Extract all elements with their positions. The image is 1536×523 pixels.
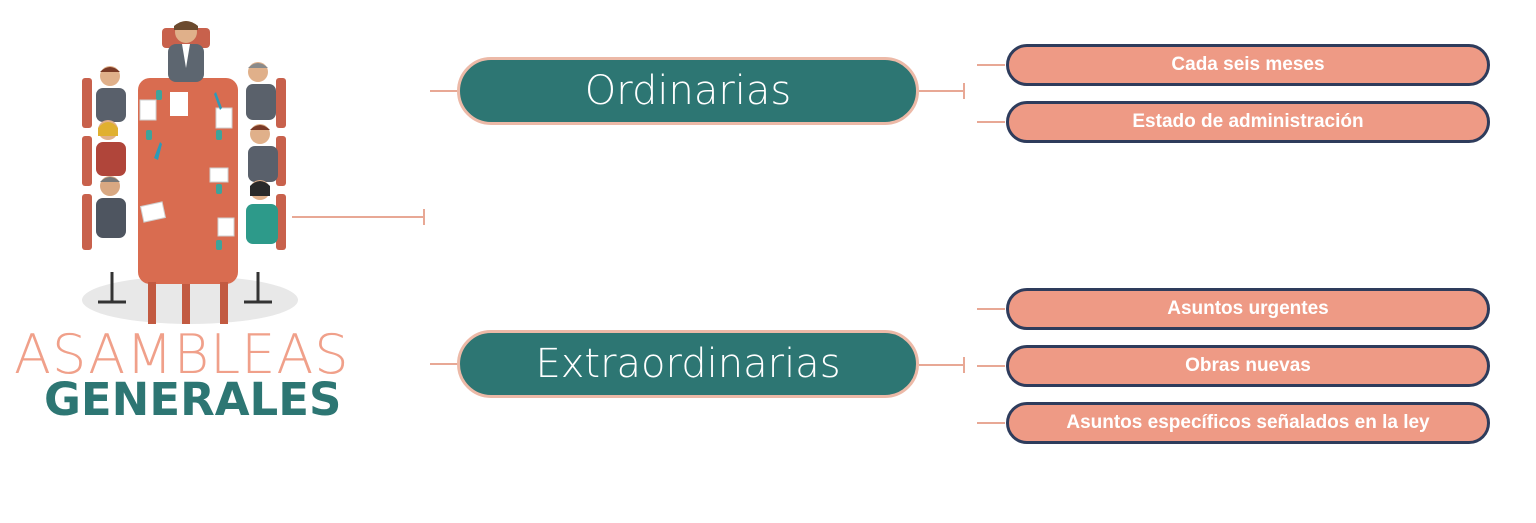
meeting-table-illustration <box>82 21 298 324</box>
category-connector-in <box>430 363 458 365</box>
category-connector-tick <box>963 357 965 373</box>
item-connector <box>977 121 1005 123</box>
category-connector-out <box>919 90 965 92</box>
item-connector <box>977 308 1005 310</box>
title-line-2: GENERALES <box>44 373 342 426</box>
main-connector-line <box>292 216 424 218</box>
item-connector <box>977 365 1005 367</box>
category-connector-tick <box>963 83 965 99</box>
item-estado-administracion: Estado de administración <box>1006 101 1490 143</box>
title-line-1: ASAMBLEAS <box>14 323 350 386</box>
category-extraordinarias: Extraordinarias <box>457 330 919 398</box>
category-connector-in <box>430 90 458 92</box>
item-asuntos-especificos: Asuntos específicos señalados en la ley <box>1006 402 1490 444</box>
category-connector-out <box>919 364 965 366</box>
item-connector <box>977 64 1005 66</box>
item-connector <box>977 422 1005 424</box>
item-obras-nuevas: Obras nuevas <box>1006 345 1490 387</box>
item-cada-seis-meses: Cada seis meses <box>1006 44 1490 86</box>
item-asuntos-urgentes: Asuntos urgentes <box>1006 288 1490 330</box>
main-connector-tick <box>423 209 425 225</box>
category-ordinarias: Ordinarias <box>457 57 919 125</box>
